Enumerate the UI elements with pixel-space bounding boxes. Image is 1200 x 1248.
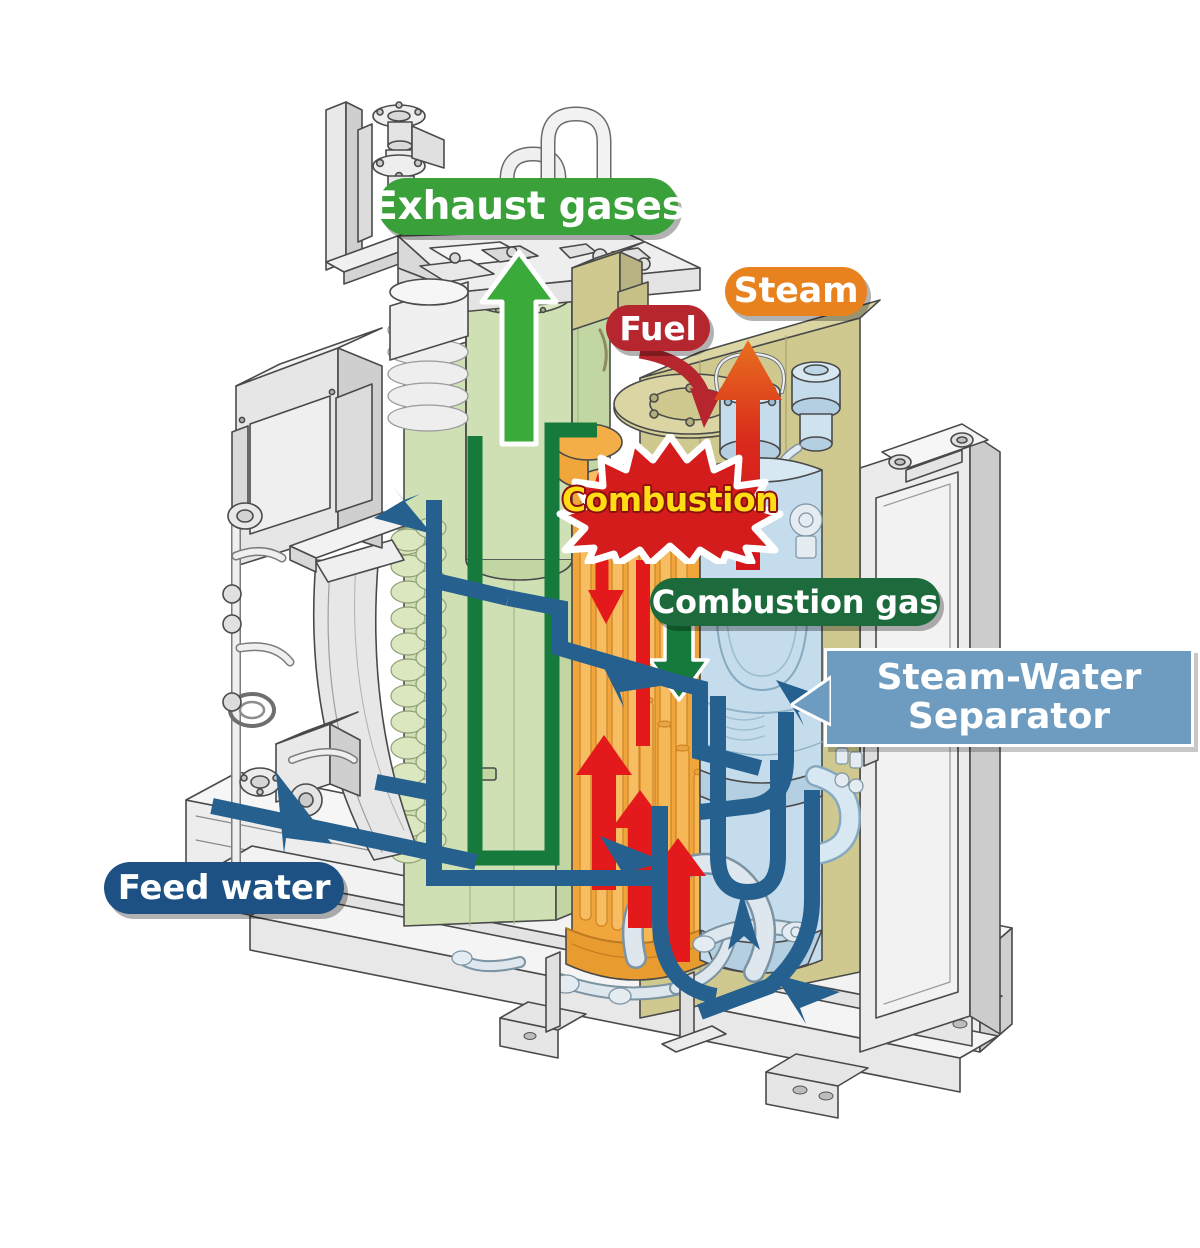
arrow-combustion-gas: [467, 422, 597, 866]
label-steam[interactable]: Steam: [725, 267, 867, 316]
arrow-fuel: [638, 345, 722, 428]
label-separator-line2: Separator: [907, 695, 1111, 737]
arrow-exhaust-gases: [479, 249, 559, 447]
left-bottom-stubs: [451, 950, 526, 973]
arrow-heat-stem: [636, 560, 650, 746]
bellows-duct: [387, 278, 469, 432]
arrow-separator-loop: [710, 696, 786, 901]
arrow-steam: [714, 340, 782, 570]
label-combustion-text: Combustion: [561, 479, 779, 519]
label-feed-water[interactable]: Feed water: [104, 862, 344, 914]
label-steam-water-separator[interactable]: Steam-Water Separator: [791, 648, 1194, 747]
arrow-feed-water: [210, 500, 820, 1020]
label-exhaust-gases[interactable]: Exhaust gases: [371, 178, 685, 235]
label-combustion[interactable]: Combustion: [556, 432, 784, 568]
callout-tail-icon: [791, 675, 831, 727]
left-frame-post: [325, 101, 433, 285]
arrow-heat-rise-1: [576, 735, 632, 890]
label-combustion-gas[interactable]: Combustion gas: [650, 578, 940, 626]
label-fuel[interactable]: Fuel: [606, 305, 710, 351]
starburst-icon: [556, 432, 784, 568]
label-separator-line1: Steam-Water: [876, 657, 1142, 699]
left-piping: [222, 502, 361, 905]
